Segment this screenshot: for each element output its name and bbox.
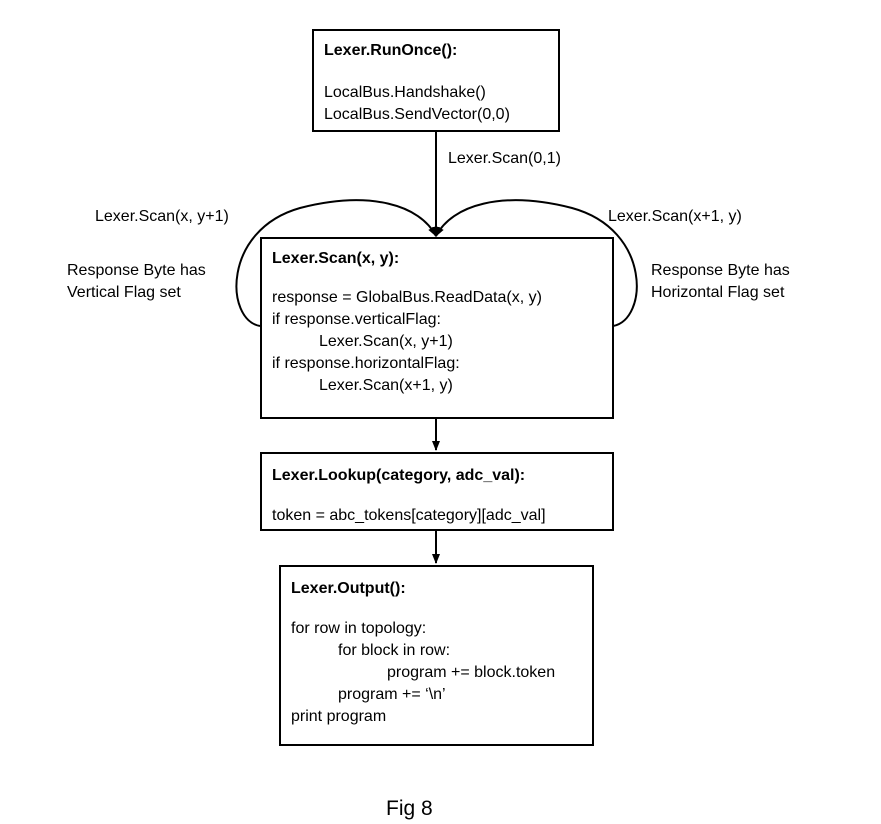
code-line: if response.horizontalFlag: xyxy=(272,355,460,372)
label-loop-left-cond-2: Vertical Flag set xyxy=(67,284,181,301)
code-line: if response.verticalFlag: xyxy=(272,311,441,328)
label-loop-left-call: Lexer.Scan(x, y+1) xyxy=(95,208,229,225)
box-lookup: Lexer.Lookup(category, adc_val): token =… xyxy=(260,452,614,531)
label-loop-right-cond-2: Horizontal Flag set xyxy=(651,284,785,301)
code-line: LocalBus.Handshake() xyxy=(324,84,486,101)
box-scan-title: Lexer.Scan(x, y): xyxy=(272,250,400,267)
loop-horizontal-flag xyxy=(435,199,638,327)
label-loop-right-call: Lexer.Scan(x+1, y) xyxy=(608,208,742,225)
loop-vertical-flag xyxy=(235,199,437,327)
box-output: Lexer.Output(): for row in topology: for… xyxy=(279,565,594,746)
box-runonce: Lexer.RunOnce(): LocalBus.Handshake() Lo… xyxy=(312,29,560,132)
box-scan: Lexer.Scan(x, y): response = GlobalBus.R… xyxy=(260,237,614,419)
label-scan-start: Lexer.Scan(0,1) xyxy=(448,150,561,167)
code-line: for block in row: xyxy=(338,642,451,659)
box-output-title: Lexer.Output(): xyxy=(291,580,406,597)
code-line: Lexer.Scan(x, y+1) xyxy=(319,333,453,350)
code-line: program += block.token xyxy=(387,664,556,681)
code-line: LocalBus.SendVector(0,0) xyxy=(324,106,510,123)
code-line: program += ‘\n’ xyxy=(338,686,446,703)
box-lookup-title: Lexer.Lookup(category, adc_val): xyxy=(272,467,526,484)
figure-caption: Fig 8 xyxy=(386,797,433,820)
code-line: token = abc_tokens[category][adc_val] xyxy=(272,507,546,524)
code-line: print program xyxy=(291,708,387,725)
label-loop-right-cond-1: Response Byte has xyxy=(651,262,790,279)
code-line: response = GlobalBus.ReadData(x, y) xyxy=(272,289,542,306)
code-line: Lexer.Scan(x+1, y) xyxy=(319,377,453,394)
label-loop-left-cond-1: Response Byte has xyxy=(67,262,206,279)
box-runonce-title: Lexer.RunOnce(): xyxy=(324,42,458,59)
code-line: for row in topology: xyxy=(291,620,427,637)
